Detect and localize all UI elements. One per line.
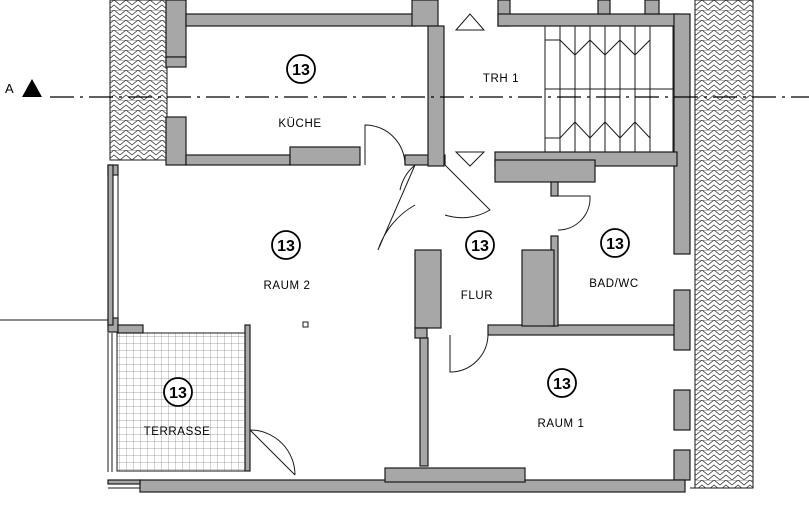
- room-number: 13: [606, 236, 624, 253]
- room-label: TRH 1: [483, 73, 519, 85]
- section-label: A: [5, 81, 14, 96]
- room-number: 13: [553, 376, 571, 393]
- room-badwc: 13 BAD/WC: [589, 228, 639, 290]
- room-label: KÜCHE: [278, 118, 321, 130]
- room-flur: 13 FLUR: [461, 230, 495, 302]
- room-label: RAUM 1: [537, 418, 584, 430]
- room-label: FLUR: [461, 290, 493, 302]
- room-number: 13: [292, 62, 310, 79]
- room-raum2: 13 RAUM 2: [263, 230, 310, 292]
- room-raum1: 13 RAUM 1: [537, 368, 584, 430]
- outline-lines: [0, 165, 753, 489]
- room-label: TERRASSE: [144, 426, 211, 438]
- roof-left: [109, 0, 168, 161]
- room-label: RAUM 2: [263, 280, 310, 292]
- room-terrasse: 13 TERRASSE: [144, 377, 211, 438]
- roof-right: [694, 0, 754, 489]
- room-trh1: TRH 1: [483, 73, 519, 85]
- room-number: 13: [277, 238, 295, 255]
- room-kueche: 13 KÜCHE: [278, 54, 321, 130]
- room-number: 13: [169, 385, 187, 402]
- staircase-trh1: [544, 25, 674, 153]
- section-arrow-icon: [22, 79, 42, 97]
- room-label: BAD/WC: [589, 278, 639, 290]
- section-line-a: A: [5, 79, 809, 98]
- walls: [107, 0, 691, 493]
- room-number: 13: [471, 238, 489, 255]
- doors: [249, 13, 591, 476]
